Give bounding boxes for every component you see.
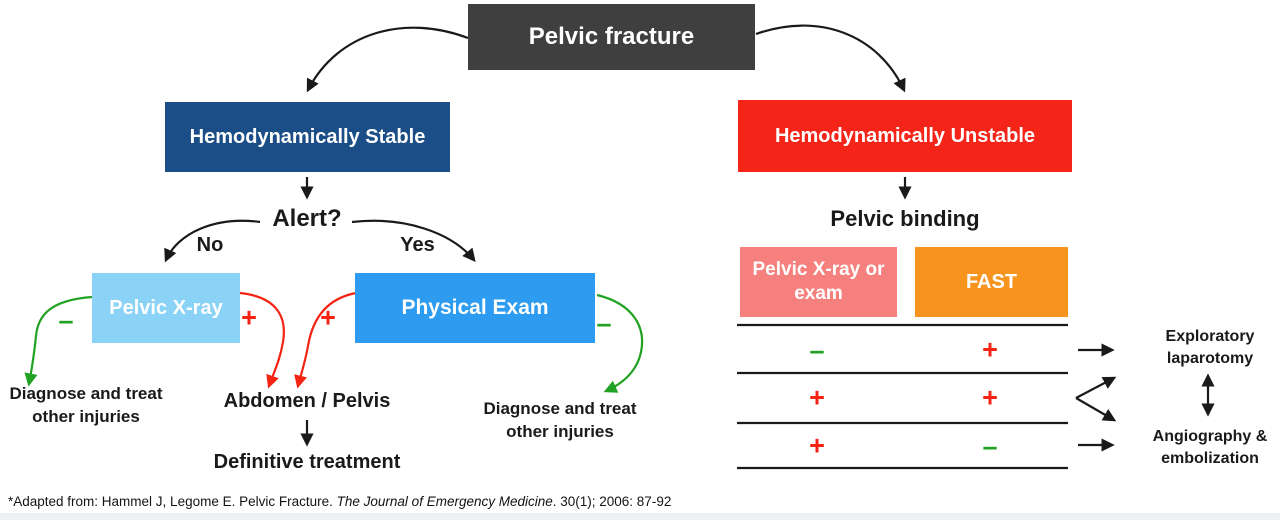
definitive-treatment-label: Definitive treatment	[213, 451, 401, 473]
xray-positive-sign: +	[241, 302, 257, 333]
pelvic-xray-or-exam-label: Pelvic X-ray or exam	[752, 259, 885, 304]
arrow-row2-to-angiography	[1075, 397, 1117, 422]
arrow-alert-no	[164, 219, 261, 263]
exam-negative-sign: –	[596, 308, 612, 339]
fast-column-box: FAST	[915, 247, 1068, 317]
arrow-exam-negative	[596, 293, 644, 393]
table-row3-xray-sign: +	[809, 430, 825, 461]
bottom-edge-strip	[0, 513, 1280, 520]
yes-label: Yes	[400, 234, 435, 256]
arrow-row2-to-laparotomy	[1075, 376, 1117, 399]
citation-prefix: *Adapted from: Hammel J, Legome E. Pelvi…	[8, 494, 337, 509]
fast-label: FAST	[965, 270, 1018, 293]
citation-journal: The Journal of Emergency Medicine	[336, 494, 553, 509]
table-row1-fast-sign: +	[982, 334, 998, 365]
pelvic-xray-or-exam-column-box: Pelvic X-ray or exam	[740, 247, 897, 317]
exam-positive-sign: +	[320, 302, 336, 333]
arrow-alert-yes	[351, 219, 476, 263]
abdomen-pelvis-label: Abdomen / Pelvis	[223, 390, 391, 412]
physical-exam-label: Physical Exam	[401, 295, 549, 319]
arrow-xray-positive	[239, 291, 285, 389]
pelvic-xray-label: Pelvic X-ray	[109, 296, 223, 319]
alert-label: Alert?	[272, 205, 342, 232]
table-row1-xray-sign: –	[809, 335, 825, 366]
pelvic-binding-label: Pelvic binding	[830, 206, 980, 231]
table-row3-fast-sign: –	[982, 431, 998, 462]
arrow-root-to-stable	[306, 26, 469, 93]
table-row2-xray-sign: +	[809, 382, 825, 413]
angiography-embolization-label: Angiography & embolization	[1152, 428, 1268, 467]
arrow-root-to-unstable	[755, 24, 906, 93]
table-row2-fast-sign: +	[982, 382, 998, 413]
arrow-xray-negative	[24, 295, 93, 387]
pelvic-fracture-box: Pelvic fracture	[468, 4, 755, 70]
hemodynamically-unstable-box: Hemodynamically Unstable	[738, 100, 1072, 172]
exploratory-laparotomy-label: Exploratory laparotomy	[1165, 328, 1255, 367]
diagnose-treat-left-label: Diagnose and treat other injuries	[9, 384, 163, 426]
diagnose-treat-right-label: Diagnose and treat other injuries	[483, 399, 637, 441]
no-label: No	[196, 234, 224, 256]
pelvic-fracture-label: Pelvic fracture	[528, 23, 695, 50]
physical-exam-box: Physical Exam	[355, 273, 595, 343]
hemodynamically-stable-box: Hemodynamically Stable	[165, 102, 450, 172]
hemodynamically-unstable-label: Hemodynamically Unstable	[774, 124, 1036, 147]
arrow-exam-positive	[294, 291, 357, 389]
pelvic-xray-box: Pelvic X-ray	[92, 273, 240, 343]
citation-suffix: . 30(1); 2006: 87-92	[552, 494, 672, 509]
citation: *Adapted from: Hammel J, Legome E. Pelvi…	[8, 494, 671, 509]
hemodynamically-stable-label: Hemodynamically Stable	[189, 125, 426, 148]
xray-negative-sign: –	[58, 305, 74, 336]
